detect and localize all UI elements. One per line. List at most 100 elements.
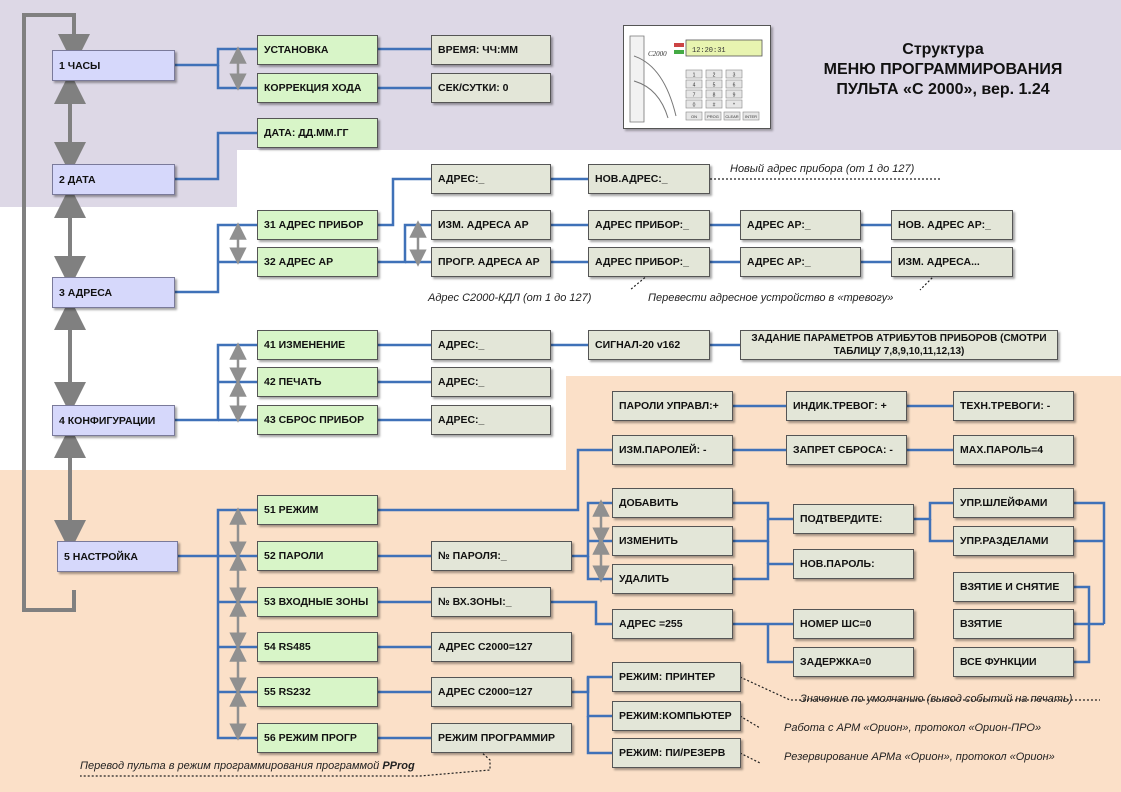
keypad-key-label: 9 — [733, 93, 736, 99]
clock-correction-item[interactable]: КОРРЕКЦИЯ ХОДА — [257, 73, 378, 103]
menu-2-date[interactable]: 2 ДАТА — [52, 164, 175, 195]
keypad-key-label: 5 — [713, 83, 716, 89]
menu-56-prog-mode[interactable]: 56 РЕЖИМ ПРОГР — [257, 723, 378, 753]
menu-42-print[interactable]: 42 ПЕЧАТЬ — [257, 367, 378, 397]
rs232-address-field[interactable]: АДРЕС С2000=127 — [431, 677, 572, 707]
menu-54-rs485[interactable]: 54 RS485 — [257, 632, 378, 662]
time-field[interactable]: ВРЕМЯ: ЧЧ:ММ — [431, 35, 551, 65]
address-field[interactable]: АДРЕС:_ — [431, 164, 551, 194]
keypad-function-key-label: CLEAR — [725, 114, 738, 119]
keypad-key — [705, 69, 723, 79]
loop-control-item[interactable]: УПР.ШЛЕЙФАМИ — [953, 488, 1074, 518]
note-pprog-text: Перевод пульта в режим программирования … — [80, 760, 383, 772]
diagram-title: Структура МЕНЮ ПРОГРАММИРОВАНИЯ ПУЛЬТА «… — [778, 40, 1108, 100]
conf-address-field-42[interactable]: АДРЕС:_ — [431, 367, 551, 397]
keypad-key-label: 3 — [733, 73, 736, 79]
edit-password-item[interactable]: ИЗМЕНИТЬ — [612, 526, 733, 556]
keypad-key — [725, 69, 743, 79]
device-address-field-1[interactable]: АДРЕС ПРИБОР:_ — [588, 210, 710, 240]
keypad-key — [685, 99, 703, 109]
keypad-key-label: * — [733, 103, 735, 109]
note-kdl-address: Адрес С2000-КДЛ (от 1 до 127) — [428, 292, 592, 304]
note-orion-pro: Работа с АРМ «Орион», протокол «Орион-ПР… — [784, 722, 1042, 734]
change-ar-address-item[interactable]: ИЗМ. АДРЕСА АР — [431, 210, 551, 240]
max-password-field[interactable]: MAX.ПАРОЛЬ=4 — [953, 435, 1074, 465]
menu-51-mode[interactable]: 51 РЕЖИМ — [257, 495, 378, 525]
computer-mode-item[interactable]: РЕЖИМ:КОМПЬЮТЕР — [612, 701, 741, 731]
programmer-mode-item[interactable]: РЕЖИМ ПРОГРАММИР — [431, 723, 572, 753]
add-password-item[interactable]: ДОБАВИТЬ — [612, 488, 733, 518]
ar-address-field-1[interactable]: АДРЕС АР:_ — [740, 210, 861, 240]
keypad-function-key-label: PROG — [707, 114, 719, 119]
signal-20-item[interactable]: СИГНАЛ-20 v162 — [588, 330, 710, 360]
new-address-field[interactable]: НОВ.АДРЕС:_ — [588, 164, 710, 194]
title-line-1: Структура — [902, 41, 984, 58]
date-field[interactable]: ДАТА: ДД.ММ.ГГ — [257, 118, 378, 148]
keypad-function-key-label: ON — [691, 114, 697, 119]
arm-item[interactable]: ВЗЯТИЕ — [953, 609, 1074, 639]
device-brand: C2000 — [648, 50, 667, 58]
attribute-params-item[interactable]: ЗАДАНИЕ ПАРАМЕТРОВ АТРИБУТОВ ПРИБОРОВ (С… — [740, 330, 1058, 360]
password-control-field[interactable]: ПАРОЛИ УПРАВЛ:+ — [612, 391, 733, 421]
confirm-field[interactable]: ПОДТВЕРДИТЕ: — [793, 504, 914, 534]
menu-1-clock[interactable]: 1 ЧАСЫ — [52, 50, 175, 81]
keypad-key-label: 0 — [693, 103, 696, 109]
note-orion-reserve: Резервирование АРМа «Орион», протокол «О… — [784, 751, 1055, 763]
menu-55-rs232[interactable]: 55 RS232 — [257, 677, 378, 707]
keypad-key — [685, 69, 703, 79]
password-number-field[interactable]: № ПАРОЛЯ:_ — [431, 541, 572, 571]
keypad-function-key — [704, 111, 722, 121]
delete-password-item[interactable]: УДАЛИТЬ — [612, 564, 733, 594]
conf-address-field-41[interactable]: АДРЕС:_ — [431, 330, 551, 360]
conf-address-field-43[interactable]: АДРЕС:_ — [431, 405, 551, 435]
keypad-key — [685, 89, 703, 99]
keypad-key-label: 4 — [693, 83, 696, 89]
keypad-key — [685, 79, 703, 89]
new-ar-address-field[interactable]: НОВ. АДРЕС АР:_ — [891, 210, 1013, 240]
keypad-key-label: 1 — [693, 73, 696, 79]
clock-set-item[interactable]: УСТАНОВКА — [257, 35, 378, 65]
keypad-key — [725, 99, 743, 109]
menu-31-device-address[interactable]: 31 АДРЕС ПРИБОР — [257, 210, 378, 240]
menu-4-configurations[interactable]: 4 КОНФИГУРАЦИИ — [52, 405, 175, 436]
keypad-key-label: 6 — [733, 83, 736, 89]
delay-field[interactable]: ЗАДЕРЖКА=0 — [793, 647, 914, 677]
all-functions-item[interactable]: ВСЕ ФУНКЦИИ — [953, 647, 1074, 677]
note-alarm: Перевести адресное устройство в «тревогу… — [648, 292, 894, 304]
menu-52-passwords[interactable]: 52 ПАРОЛИ — [257, 541, 378, 571]
title-line-2: МЕНЮ ПРОГРАММИРОВАНИЯ — [823, 61, 1063, 78]
menu-32-ar-address[interactable]: 32 АДРЕС АР — [257, 247, 378, 277]
note-new-device-address: Новый адрес прибора (от 1 до 127) — [730, 163, 915, 175]
change-passwords-field[interactable]: ИЗМ.ПАРОЛЕЙ: - — [612, 435, 733, 465]
new-password-field[interactable]: НОВ.ПАРОЛЬ: — [793, 549, 914, 579]
loop-number-field[interactable]: НОМЕР ШС=0 — [793, 609, 914, 639]
sec-per-day-field[interactable]: СЕК/СУТКИ: 0 — [431, 73, 551, 103]
partition-control-item[interactable]: УПР.РАЗДЕЛАМИ — [953, 526, 1074, 556]
menu-53-input-zones[interactable]: 53 ВХОДНЫЕ ЗОНЫ — [257, 587, 378, 617]
note-pprog: Перевод пульта в режим программирования … — [80, 760, 415, 772]
reserve-mode-item[interactable]: РЕЖИМ: ПИ/РЕЗЕРВ — [612, 738, 741, 768]
device-display: 12:20:31 — [692, 47, 726, 55]
zone-address-field[interactable]: АДРЕС =255 — [612, 609, 733, 639]
arm-disarm-item[interactable]: ВЗЯТИЕ И СНЯТИЕ — [953, 572, 1074, 602]
keypad-function-key — [723, 111, 741, 121]
device-address-field-2[interactable]: АДРЕС ПРИБОР:_ — [588, 247, 710, 277]
printer-mode-item[interactable]: РЕЖИМ: ПРИНТЕР — [612, 662, 741, 692]
rs485-address-field[interactable]: АДРЕС С2000=127 — [431, 632, 572, 662]
ar-address-field-2[interactable]: АДРЕС АР:_ — [740, 247, 861, 277]
change-address-field[interactable]: ИЗМ. АДРЕСА... — [891, 247, 1013, 277]
alarm-indication-field[interactable]: ИНДИК.ТРЕВОГ: + — [786, 391, 907, 421]
keypad-key-label: 2 — [713, 73, 716, 79]
program-ar-address-item[interactable]: ПРОГР. АДРЕСА АР — [431, 247, 551, 277]
zone-number-field[interactable]: № ВХ.ЗОНЫ:_ — [431, 587, 551, 617]
menu-3-addresses[interactable]: 3 АДРЕСА — [52, 277, 175, 308]
tech-alarm-field[interactable]: ТЕХН.ТРЕВОГИ: - — [953, 391, 1074, 421]
menu-43-reset-device[interactable]: 43 СБРОС ПРИБОР — [257, 405, 378, 435]
menu-41-change[interactable]: 41 ИЗМЕНЕНИЕ — [257, 330, 378, 360]
keypad-key-label: # — [713, 103, 716, 109]
keypad-key — [725, 79, 743, 89]
menu-5-setup[interactable]: 5 НАСТРОЙКА — [57, 541, 178, 572]
reset-ban-field[interactable]: ЗАПРЕТ СБРОСА: - — [786, 435, 907, 465]
keypad-key — [705, 99, 723, 109]
